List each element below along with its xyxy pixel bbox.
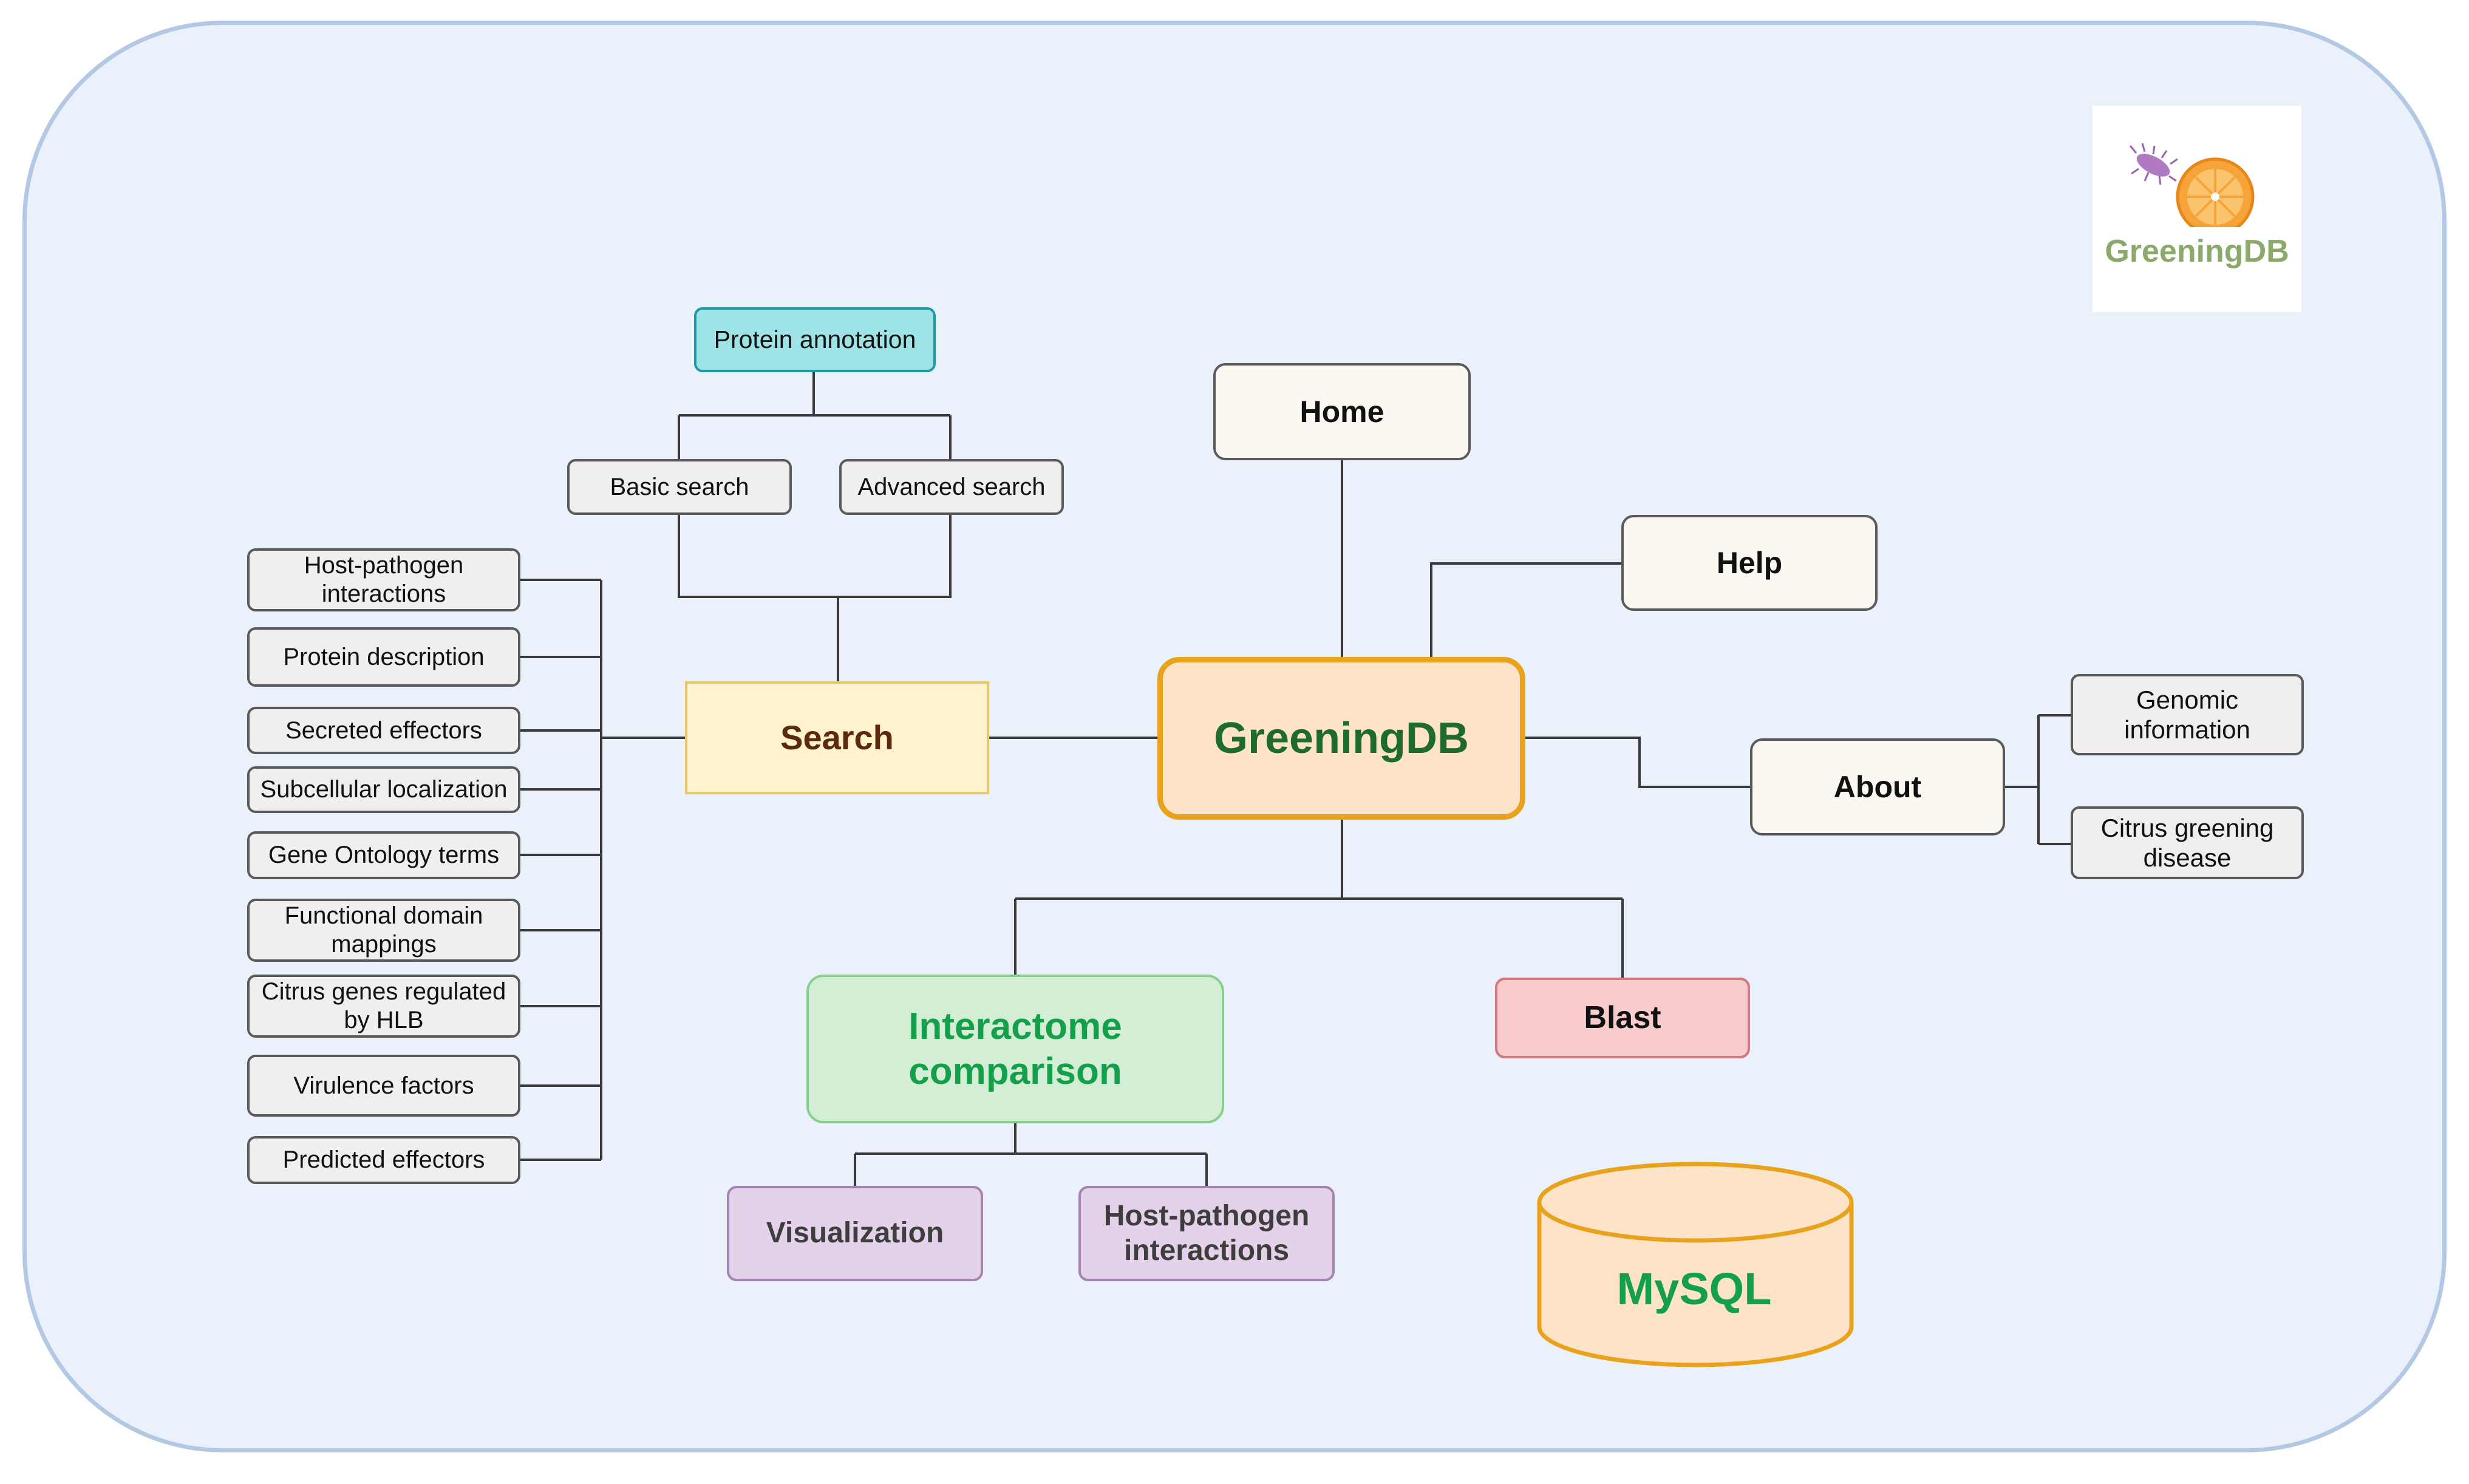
connector-search-items-spine — [600, 580, 685, 1160]
search-item-gene-ontology-terms: Gene Ontology terms — [247, 831, 520, 879]
bacterium-icon — [2129, 143, 2178, 185]
interactome-comparison-node: Interactome comparison — [806, 975, 1224, 1123]
search-item-secreted-effectors: Secreted effectors — [247, 707, 520, 754]
connector-about — [1525, 737, 1750, 788]
search-item-protein-description: Protein description — [247, 627, 520, 687]
advanced-search-node: Advanced search — [839, 459, 1064, 515]
host-pathogen-interactions-node: Host-pathogen interactions — [1078, 1186, 1335, 1281]
blast-node: Blast — [1495, 978, 1750, 1058]
search-item-functional-domain-mappings: Functional domain mappings — [247, 899, 520, 962]
connector-search-items — [520, 579, 601, 1161]
search-node: Search — [685, 681, 989, 794]
orange-slice-icon — [2129, 143, 2255, 227]
greeningdb-logo: GreeningDB — [2093, 106, 2301, 312]
connector-basic-advanced — [678, 515, 952, 681]
connector-interactome-children — [854, 1123, 1208, 1186]
citrus-greening-disease-node: Citrus greening disease — [2071, 806, 2304, 879]
basic-search-node: Basic search — [567, 459, 792, 515]
search-item-virulence-factors: Virulence factors — [247, 1055, 520, 1117]
search-item-citrus-genes-regulated-by-hlb: Citrus genes regulated by HLB — [247, 975, 520, 1038]
protein-annotation-node: Protein annotation — [694, 307, 936, 372]
greeningdb-main-node: GreeningDB — [1157, 657, 1525, 820]
database-cylinder-icon — [1537, 1162, 1854, 1367]
search-item-subcellular-localization: Subcellular localization — [247, 766, 520, 813]
mysql-label: MySQL — [1616, 1264, 1772, 1314]
about-node: About — [1750, 738, 2005, 836]
help-node: Help — [1621, 515, 1878, 611]
logo-text: GreeningDB — [2105, 234, 2289, 269]
connector-bottom-branch — [1014, 820, 1624, 978]
connector-help — [1430, 562, 1621, 657]
search-item-predicted-effectors: Predicted effectors — [247, 1136, 520, 1184]
genomic-information-node: Genomic information — [2071, 674, 2304, 755]
home-node: Home — [1213, 363, 1471, 460]
visualization-node: Visualization — [727, 1186, 983, 1281]
connector-protein-annotation — [678, 372, 952, 459]
search-item-host-pathogen-interactions: Host-pathogen interactions — [247, 548, 520, 611]
connector-about-children — [2005, 714, 2071, 845]
